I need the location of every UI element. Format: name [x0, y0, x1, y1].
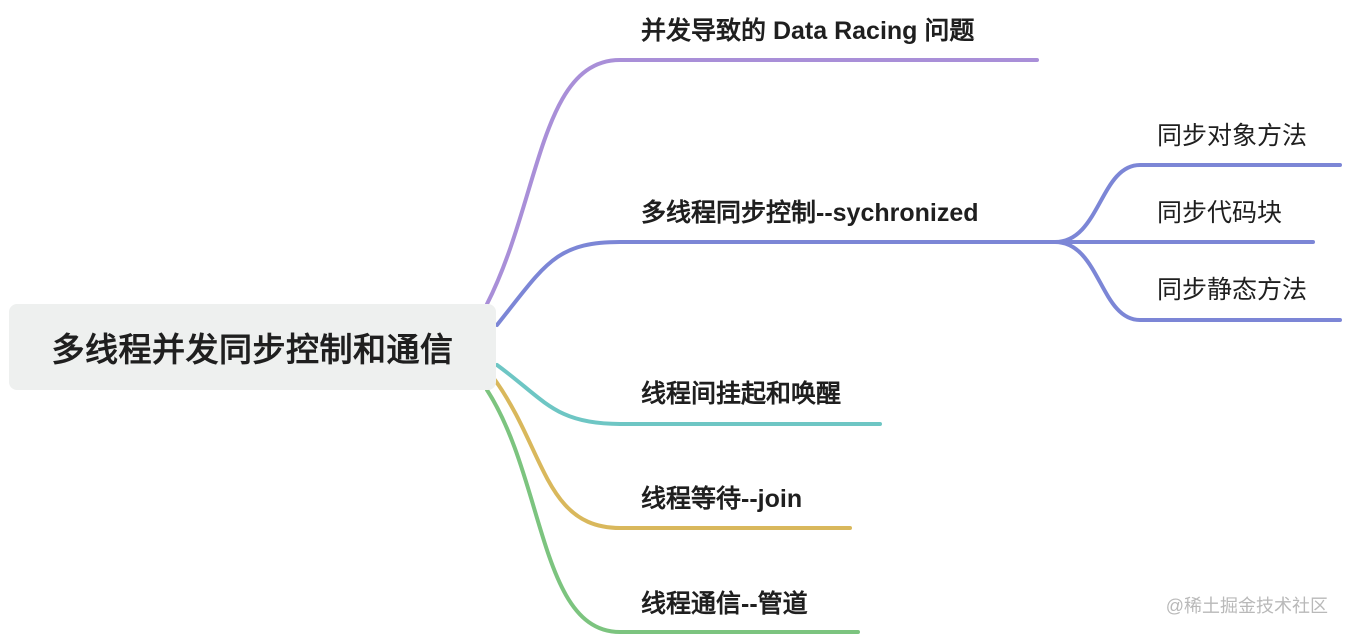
connector-branch-2	[495, 363, 882, 426]
branch-label-data-racing[interactable]: 并发导致的 Data Racing 问题	[641, 17, 975, 45]
sub-label-code-block[interactable]: 同步代码块	[1157, 199, 1283, 227]
branch-label-pipe[interactable]: 线程通信--管道	[641, 590, 808, 618]
branch-label-join[interactable]: 线程等待--join	[641, 485, 803, 513]
connector-sub-2	[1053, 240, 1342, 322]
connector-branch-4	[485, 388, 860, 634]
root-node[interactable]: 多线程并发同步控制和通信	[9, 304, 496, 390]
connector-sub-0	[1053, 163, 1342, 244]
connector-branch-3	[493, 378, 852, 530]
watermark: @稀土掘金技术社区	[1165, 596, 1328, 616]
connector-branch-1	[495, 240, 1057, 327]
branch-label-suspend-resume[interactable]: 线程间挂起和唤醒	[641, 380, 842, 408]
root-label: 多线程并发同步控制和通信	[51, 331, 454, 368]
sub-label-object-method[interactable]: 同步对象方法	[1157, 122, 1308, 150]
branch-label-synchronized[interactable]: 多线程同步控制--sychronized	[641, 199, 979, 227]
connector-branch-0	[485, 58, 1039, 306]
sub-label-static-method[interactable]: 同步静态方法	[1157, 276, 1308, 304]
